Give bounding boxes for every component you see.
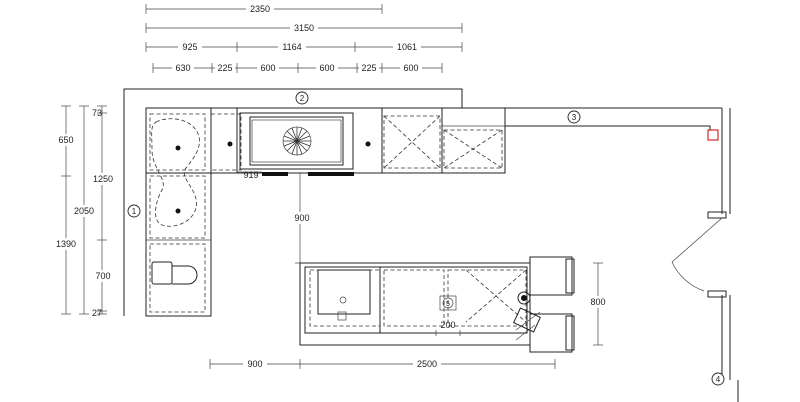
dimension-row-4: 630 225 600 600 225 600 (152, 62, 443, 73)
handle-dot (365, 141, 371, 147)
dim-1061: 1061 (397, 42, 417, 52)
dim-225-a: 225 (217, 63, 232, 73)
wall-marker-3: 3 (567, 110, 581, 124)
walls (123, 88, 739, 402)
door-marker-4: 4 (711, 372, 725, 386)
dim-1250: 1250 (93, 174, 113, 184)
kitchen-island: 5 200 (299, 262, 531, 346)
dim-2500: 2500 (417, 359, 437, 369)
dim-225-b: 225 (361, 63, 376, 73)
wall-marker-2: 2 (295, 91, 309, 105)
dim-919: 919 (243, 170, 258, 180)
bottom-dimension: 900 2500 (209, 358, 556, 370)
dim-1164: 1164 (282, 42, 301, 52)
dim-630: 630 (175, 63, 190, 73)
dim-27: 27 (92, 308, 102, 318)
left-dimension-total: 2050 (71, 105, 97, 315)
dim-600-b: 600 (319, 63, 334, 73)
dim-700: 700 (95, 271, 110, 281)
marker-5: 5 (446, 301, 450, 308)
left-dimension-middle: 1250 700 73 27 (90, 105, 116, 318)
svg-text:4: 4 (716, 375, 721, 384)
cooktop: 919 (237, 112, 354, 180)
dim-900-aisle: 900 (294, 213, 309, 223)
dim-600-c: 600 (403, 63, 418, 73)
dim-900-bottom: 900 (247, 359, 262, 369)
dim-800: 800 (590, 297, 605, 307)
dim-600-a: 600 (260, 63, 275, 73)
dim-2350: 2350 (250, 4, 270, 14)
dimension-row-2: 3150 (145, 22, 463, 33)
handle-dot (175, 208, 181, 214)
dim-2050: 2050 (74, 206, 94, 216)
svg-text:3: 3 (572, 113, 577, 122)
left-dimension-outer: 650 1390 (52, 105, 80, 315)
aisle-dimension: 900 (292, 173, 312, 264)
dim-925: 925 (182, 42, 197, 52)
svg-text:2: 2 (300, 94, 305, 103)
left-counter (145, 118, 212, 317)
dim-200: 200 (440, 320, 455, 330)
island-depth-dimension: 800 (587, 262, 609, 346)
wall-marker-1: 1 (127, 204, 141, 218)
dimension-row-3: 925 1164 1061 (145, 41, 463, 52)
dim-3150: 3150 (294, 23, 314, 33)
door-swing (671, 217, 723, 292)
dim-1390: 1390 (56, 239, 76, 249)
dim-73: 73 (92, 108, 102, 118)
dim-650: 650 (58, 135, 73, 145)
handle-dot (227, 141, 233, 147)
handle-dot (175, 145, 181, 151)
bar-stools (512, 256, 575, 353)
svg-text:1: 1 (132, 207, 137, 216)
dimension-row-1: 2350 (145, 3, 383, 14)
